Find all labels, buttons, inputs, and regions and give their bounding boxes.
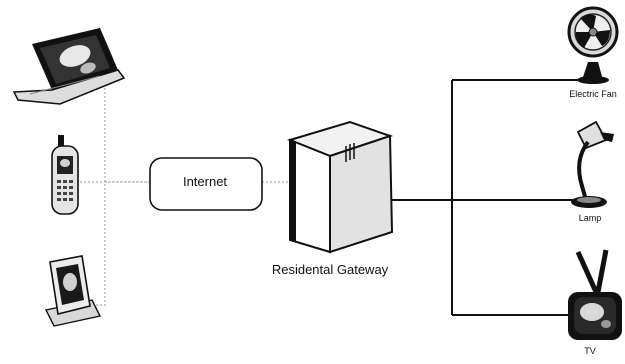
desk-lamp-icon	[571, 120, 614, 208]
mobile-phone-icon	[51, 135, 79, 215]
internet-box	[149, 157, 263, 211]
electric-fan-label: Electric Fan	[569, 89, 617, 99]
laptop-icon	[12, 28, 126, 105]
appliance-connectors	[392, 79, 585, 316]
lamp-label: Lamp	[578, 213, 602, 223]
pda-icon	[44, 255, 102, 327]
gateway-label: Residental Gateway	[271, 262, 389, 277]
electric-fan-icon	[567, 6, 619, 84]
internet-label: Internet	[182, 174, 228, 189]
television-icon	[568, 249, 622, 340]
server-tower-icon	[286, 120, 394, 254]
tv-label: TV	[584, 346, 596, 356]
